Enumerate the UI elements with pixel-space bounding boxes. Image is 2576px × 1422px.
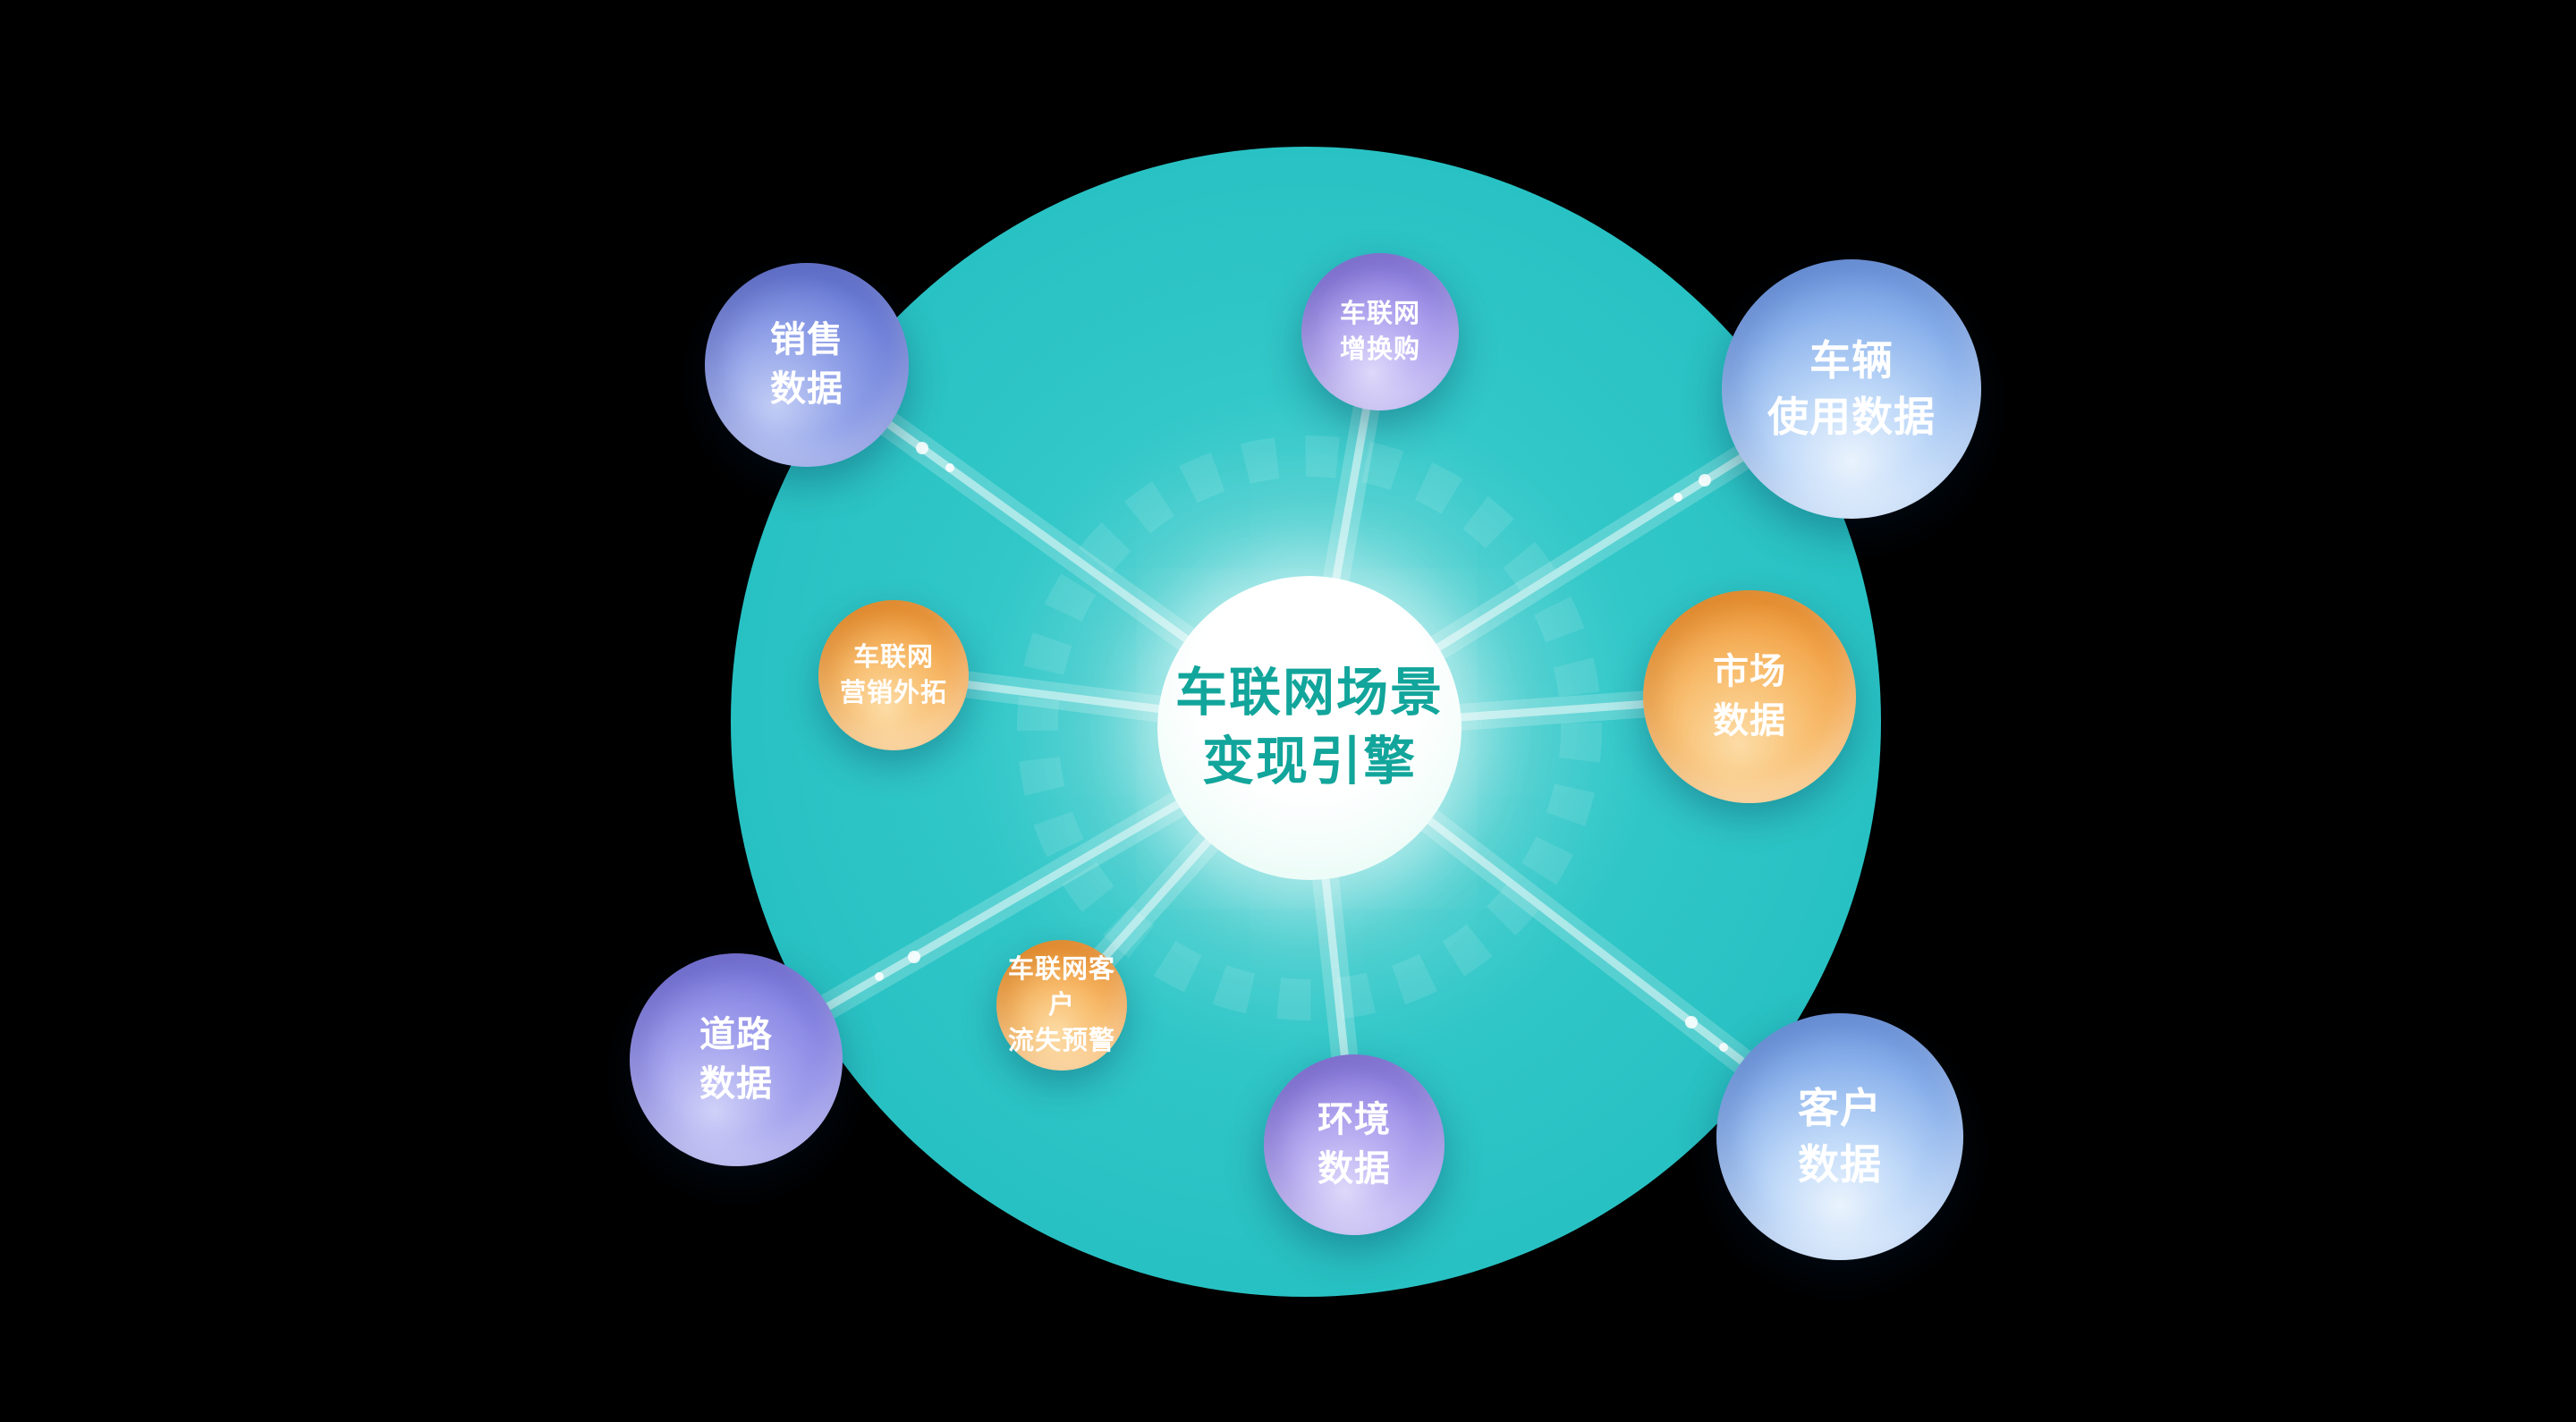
node-road-data-line2: 数据: [699, 1064, 773, 1104]
node-iov-upgrade-repurchase-label: 车联网 增换购: [1340, 296, 1420, 368]
node-vehicle-usage-data-label: 车辆 使用数据: [1767, 333, 1936, 446]
node-sales-data-line1: 销售: [770, 319, 843, 360]
node-environment-data: 环境 数据: [1264, 1054, 1445, 1235]
node-environment-data-line1: 环境: [1318, 1099, 1391, 1139]
node-iov-marketing-expansion-label: 车联网 营销外拓: [840, 639, 947, 711]
center-title-line1: 车联网场景: [1174, 664, 1444, 723]
node-iov-customer-churn-alert: 车联网客户 流失预警: [996, 940, 1127, 1071]
node-iov-customer-churn-alert-line1: 车联网客户: [1007, 954, 1115, 1020]
node-iov-upgrade-repurchase-line2: 增换购: [1339, 335, 1420, 364]
node-customer-data-line1: 客户: [1798, 1084, 1882, 1131]
node-iov-customer-churn-alert-line2: 流失预警: [1007, 1027, 1115, 1055]
node-sales-data: 销售 数据: [705, 263, 909, 467]
node-market-data-line2: 数据: [1713, 701, 1786, 741]
node-iov-customer-churn-alert-label: 车联网客户 流失预警: [996, 952, 1127, 1059]
node-iov-marketing-expansion-line2: 营销外拓: [839, 679, 947, 707]
center-title: 车联网场景 变现引擎: [1175, 659, 1444, 796]
node-market-data-label: 市场 数据: [1713, 648, 1786, 746]
node-market-data: 市场 数据: [1643, 590, 1856, 803]
node-market-data-line1: 市场: [1713, 651, 1786, 691]
node-sales-data-line2: 数据: [770, 369, 843, 409]
node-iov-upgrade-repurchase-line1: 车联网: [1339, 299, 1420, 328]
node-vehicle-usage-data-line2: 使用数据: [1767, 394, 1936, 440]
node-sales-data-label: 销售 数据: [770, 316, 843, 414]
node-vehicle-usage-data: 车辆 使用数据: [1722, 259, 1981, 519]
node-environment-data-label: 环境 数据: [1318, 1096, 1391, 1194]
center-hub: 车联网场景 变现引擎: [1157, 576, 1462, 880]
node-road-data-label: 道路 数据: [699, 1011, 773, 1109]
node-road-data: 道路 数据: [630, 953, 843, 1166]
node-environment-data-line2: 数据: [1318, 1149, 1391, 1189]
center-title-line2: 变现引擎: [1201, 732, 1417, 791]
node-vehicle-usage-data-line1: 车辆: [1809, 336, 1894, 384]
node-iov-marketing-expansion: 车联网 营销外拓: [818, 600, 969, 750]
node-customer-data: 客户 数据: [1716, 1013, 1963, 1260]
node-iov-marketing-expansion-line1: 车联网: [852, 642, 934, 672]
node-customer-data-label: 客户 数据: [1798, 1080, 1882, 1194]
node-customer-data-line2: 数据: [1798, 1141, 1882, 1188]
node-road-data-line1: 道路: [699, 1014, 773, 1054]
node-iov-upgrade-repurchase: 车联网 增换购: [1301, 253, 1459, 411]
